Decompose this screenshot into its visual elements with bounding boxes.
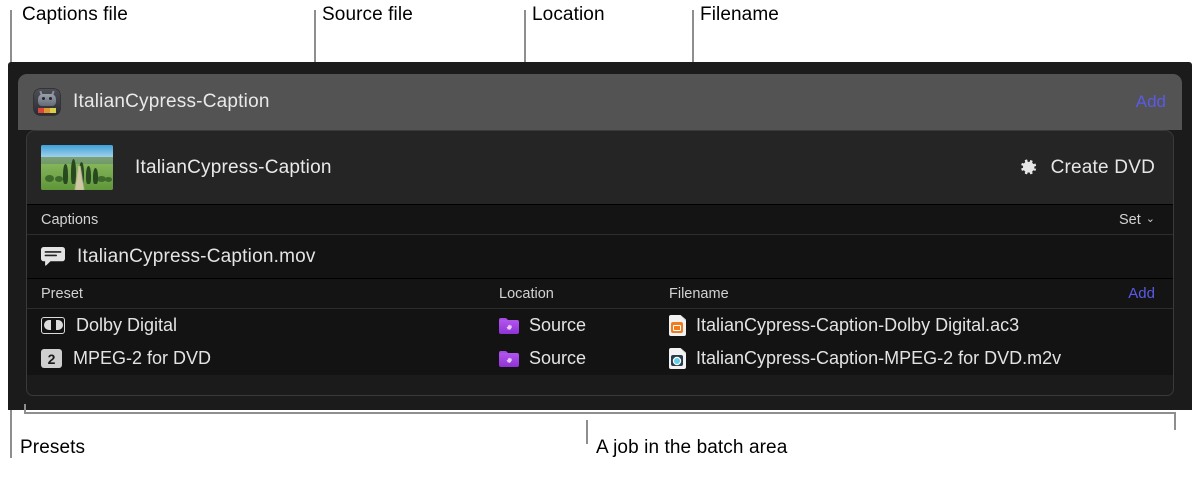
purple-folder-gear-icon [499,350,519,367]
video-document-icon [669,348,686,369]
captions-file-row[interactable]: ItalianCypress-Caption.mov [27,235,1173,279]
table-row[interactable]: Dolby Digital Source ItalianCypress-Capt… [27,309,1173,342]
bracket-presets-right [1174,412,1176,430]
preset-column-header: Preset Location Filename Add [27,279,1173,309]
output-filename: ItalianCypress-Caption-MPEG-2 for DVD.m2… [696,348,1062,368]
audio-document-icon [669,315,686,336]
column-header-preset: Preset [41,285,83,302]
output-filename: ItalianCypress-Caption-Dolby Digital.ac3 [696,315,1020,335]
mpeg2-icon: 2 [41,349,62,368]
preset-add-button[interactable]: Add [1128,285,1155,302]
table-row[interactable]: 2 MPEG-2 for DVD Source ItalianCypress-C… [27,342,1173,375]
location-name: Source [529,315,587,335]
window-bottom-filler [8,396,1192,410]
chevron-down-icon: ⌄ [1145,213,1155,225]
batch-area-window: ItalianCypress-Caption Add Italia [8,62,1192,410]
filename-cell: ItalianCypress-Caption-MPEG-2 for DVD.m2… [669,348,1155,369]
callout-presets: Presets [20,437,86,458]
location-cell: Source [499,315,669,336]
callout-batch-area: A job in the batch area [596,437,788,458]
captions-column-header: Captions Set ⌄ [27,205,1173,235]
location-cell: Source [499,348,669,369]
location-name: Source [529,348,587,368]
batch-title: ItalianCypress-Caption [73,91,270,112]
callout-filename: Filename [700,4,779,25]
preset-name: Dolby Digital [76,315,178,335]
callout-location: Location [532,4,605,25]
job-title: ItalianCypress-Caption [135,156,332,178]
callout-captions-file: Captions file [22,4,128,25]
batch-header-bar[interactable]: ItalianCypress-Caption Add [18,74,1182,130]
captions-file-name: ItalianCypress-Caption.mov [77,245,316,267]
captions-header-label: Captions [41,211,99,228]
preset-cell: Dolby Digital [41,315,499,336]
bracket-presets-top [24,412,1176,414]
job-card[interactable]: ItalianCypress-Caption Create DVD Captio… [26,130,1174,396]
batch-add-button[interactable]: Add [1135,92,1166,111]
purple-folder-gear-icon [499,317,519,334]
preset-name: MPEG-2 for DVD [73,348,212,368]
job-header-row[interactable]: ItalianCypress-Caption Create DVD [27,131,1173,205]
leader-source-file-vertical [314,10,316,96]
dolby-digital-icon [41,317,65,334]
compressor-app-icon [34,89,60,115]
gear-icon[interactable] [1019,158,1038,177]
job-thumbnail [41,145,113,190]
caption-bubble-icon [41,247,65,266]
column-header-filename: Filename [669,285,729,302]
bracket-presets-left [24,404,26,414]
captions-set-label: Set [1119,211,1141,228]
preset-cell: 2 MPEG-2 for DVD [41,348,499,369]
bracket-batch-pointer [586,420,588,444]
callout-source-file: Source file [322,4,413,25]
column-header-location: Location [499,285,554,302]
captions-set-menu[interactable]: Set ⌄ [1119,212,1155,228]
filename-cell: ItalianCypress-Caption-Dolby Digital.ac3 [669,315,1155,336]
create-dvd-button[interactable]: Create DVD [1050,156,1155,178]
